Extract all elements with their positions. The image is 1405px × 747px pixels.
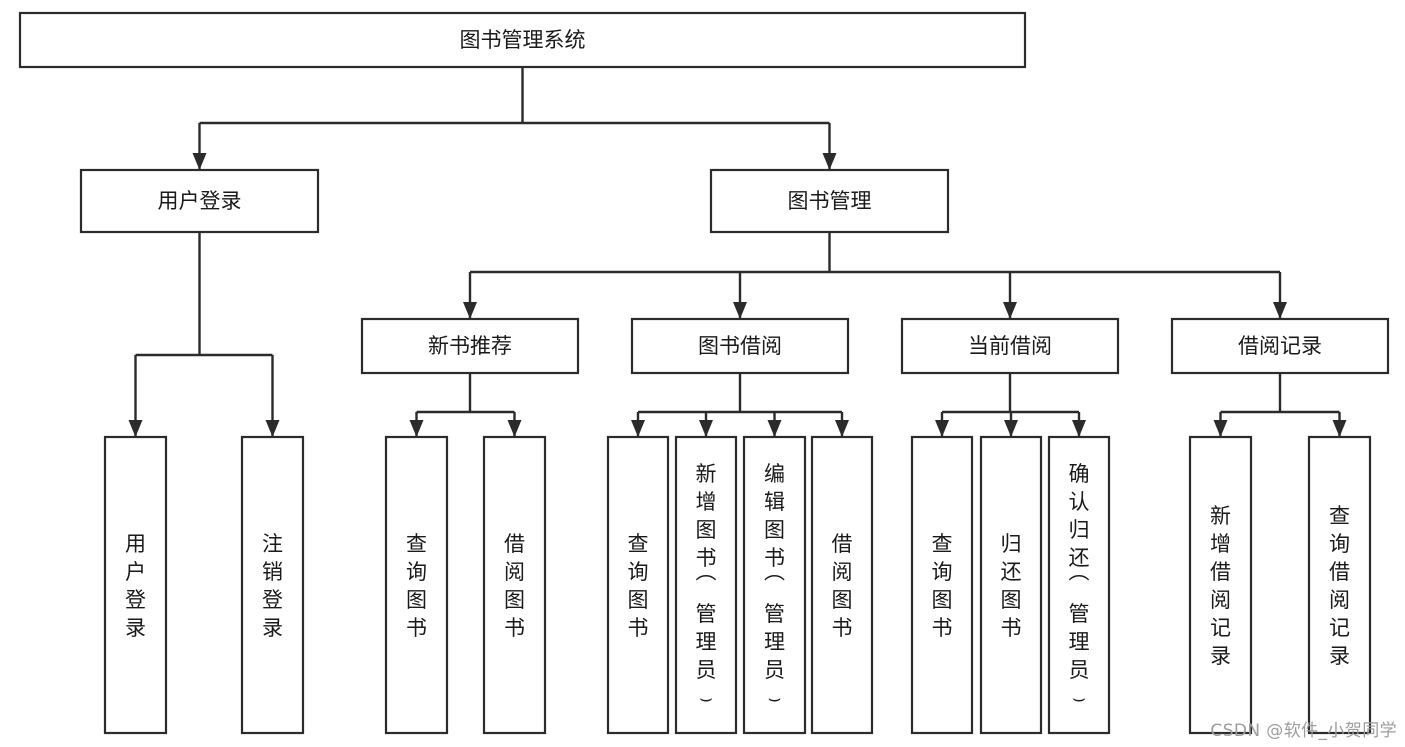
arrow-head-icon xyxy=(1213,420,1228,437)
node-box-user-login xyxy=(79,168,320,234)
node-box-borrow-book-1 xyxy=(482,435,547,735)
arrow-head-icon xyxy=(733,302,747,319)
arrow-head-icon xyxy=(463,302,477,319)
node-user-logout[interactable]: 注销登录 xyxy=(240,435,305,735)
node-user-login-do[interactable]: 用户登录 xyxy=(103,435,168,735)
arrow-head-icon xyxy=(935,420,949,437)
node-label-add-borrow-record: 新增借阅记录 xyxy=(1210,504,1231,668)
node-label-book-borrow: 图书借阅 xyxy=(698,334,782,358)
node-label-query-book-1: 查询图书 xyxy=(406,532,427,640)
arrow-head-icon xyxy=(192,153,207,170)
node-label-borrow-book-1: 借阅图书 xyxy=(504,532,525,640)
node-box-add-book xyxy=(674,435,738,735)
node-book-borrow[interactable]: 图书借阅 xyxy=(630,317,850,375)
node-label-new-book-recommend: 新书推荐 xyxy=(428,334,512,358)
node-query-book-3[interactable]: 查询图书 xyxy=(910,435,974,735)
arrow-head-icon xyxy=(1273,302,1287,319)
node-box-edit-book xyxy=(742,435,807,735)
arrow-head-icon xyxy=(631,420,645,437)
node-box-current-borrow xyxy=(900,317,1120,375)
node-add-book[interactable]: 新增图书⌒管理员⌣ xyxy=(674,435,738,735)
node-label-edit-book: 编辑图书⌒管理员⌣ xyxy=(764,462,785,710)
node-label-borrow-record: 借阅记录 xyxy=(1238,334,1322,358)
node-label-current-borrow: 当前借阅 xyxy=(968,334,1052,358)
node-add-borrow-record[interactable]: 新增借阅记录 xyxy=(1188,435,1253,735)
arrow-head-icon xyxy=(1004,420,1018,437)
arrow-head-icon xyxy=(507,420,522,437)
node-query-book-1[interactable]: 查询图书 xyxy=(384,435,449,735)
node-box-root xyxy=(18,11,1027,69)
node-box-book-borrow xyxy=(630,317,850,375)
node-borrow-book-2[interactable]: 借阅图书 xyxy=(810,435,874,735)
node-box-confirm-return xyxy=(1047,435,1111,735)
node-box-query-book-3 xyxy=(910,435,974,735)
arrow-head-icon xyxy=(1072,420,1086,437)
node-book-manage[interactable]: 图书管理 xyxy=(709,168,950,234)
node-box-query-borrow-record xyxy=(1307,435,1372,735)
node-borrow-book-1[interactable]: 借阅图书 xyxy=(482,435,547,735)
node-box-query-book-1 xyxy=(384,435,449,735)
node-confirm-return[interactable]: 确认归还⌒管理员⌣ xyxy=(1047,435,1111,735)
node-box-add-borrow-record xyxy=(1188,435,1253,735)
node-label-user-login: 用户登录 xyxy=(158,189,242,213)
node-root[interactable]: 图书管理系统 xyxy=(18,11,1027,69)
arrow-head-icon xyxy=(835,420,849,437)
node-user-login[interactable]: 用户登录 xyxy=(79,168,320,234)
node-query-book-2[interactable]: 查询图书 xyxy=(606,435,670,735)
node-label-query-book-3: 查询图书 xyxy=(932,532,953,640)
node-label-book-manage: 图书管理 xyxy=(788,189,872,213)
arrow-head-icon xyxy=(128,420,143,437)
arrow-head-icon xyxy=(1003,302,1017,319)
node-label-root: 图书管理系统 xyxy=(460,28,586,52)
arrow-head-icon xyxy=(1332,420,1347,437)
node-box-return-book xyxy=(979,435,1043,735)
arrow-head-icon xyxy=(265,420,280,437)
node-label-confirm-return: 确认归还⌒管理员⌣ xyxy=(1069,462,1090,710)
node-new-book-recommend[interactable]: 新书推荐 xyxy=(360,317,580,375)
arrow-head-icon xyxy=(822,153,837,170)
node-current-borrow[interactable]: 当前借阅 xyxy=(900,317,1120,375)
node-box-query-book-2 xyxy=(606,435,670,735)
node-box-new-book-recommend xyxy=(360,317,580,375)
node-box-book-manage xyxy=(709,168,950,234)
node-box-borrow-record xyxy=(1170,317,1390,375)
arrow-head-icon xyxy=(767,420,782,437)
arrow-head-icon xyxy=(409,420,424,437)
node-box-user-login-do xyxy=(103,435,168,735)
node-borrow-record[interactable]: 借阅记录 xyxy=(1170,317,1390,375)
node-label-add-book: 新增图书⌒管理员⌣ xyxy=(696,462,717,710)
node-label-user-logout: 注销登录 xyxy=(262,532,283,640)
node-edit-book[interactable]: 编辑图书⌒管理员⌣ xyxy=(742,435,807,735)
node-box-borrow-book-2 xyxy=(810,435,874,735)
arrow-head-icon xyxy=(699,420,713,437)
connector-layer xyxy=(128,67,1347,437)
node-label-return-book: 归还图书 xyxy=(1001,532,1022,640)
node-label-query-book-2: 查询图书 xyxy=(628,532,649,640)
node-box-user-logout xyxy=(240,435,305,735)
node-return-book[interactable]: 归还图书 xyxy=(979,435,1043,735)
node-label-user-login-do: 用户登录 xyxy=(125,532,146,640)
node-label-borrow-book-2: 借阅图书 xyxy=(832,532,853,640)
node-layer: 图书管理系统用户登录用户登录注销登录图书管理新书推荐查询图书借阅图书图书借阅查询… xyxy=(18,11,1390,735)
node-label-query-borrow-record: 查询借阅记录 xyxy=(1329,504,1350,668)
node-query-borrow-record[interactable]: 查询借阅记录 xyxy=(1307,435,1372,735)
